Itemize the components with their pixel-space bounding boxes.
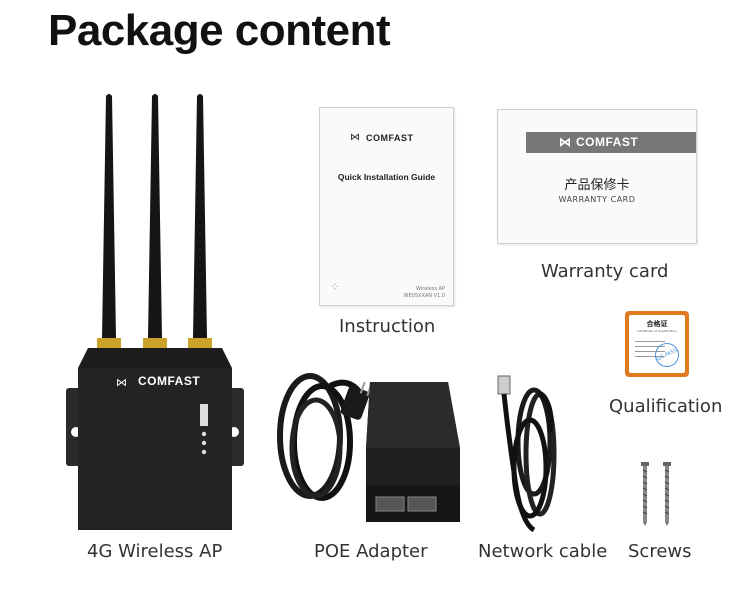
router-logo-icon: ⋈	[116, 376, 127, 389]
antenna-middle	[143, 94, 167, 348]
warranty-card: ⋈ COMFAST 产品保修卡 WARRANTY CARD	[497, 109, 697, 244]
qualification-sticker: 合格证 Certificate of Qualification QC PASS	[625, 311, 689, 377]
poe-adapter-svg	[277, 373, 460, 522]
router-brand-label: COMFAST	[138, 374, 201, 388]
card-logo-icon: ⋈	[559, 135, 572, 149]
screw-left	[641, 462, 649, 526]
card-brand-label: COMFAST	[576, 135, 639, 149]
card-title-zh: 产品保修卡	[564, 178, 630, 193]
qualification-caption: Qualification	[609, 396, 723, 417]
screws-image	[636, 462, 680, 528]
booklet-pattern-icon: ⁘	[330, 280, 341, 294]
qualification-inner: 合格证 Certificate of Qualification QC PASS	[629, 315, 685, 373]
screws-caption: Screws	[628, 541, 692, 562]
instruction-caption: Instruction	[339, 316, 436, 337]
booklet-logo-icon: ⋈	[350, 132, 360, 143]
router-caption: 4G Wireless AP	[87, 541, 223, 562]
poe-adapter-image	[270, 356, 480, 531]
booklet-brand-label: COMFAST	[366, 133, 414, 143]
booklet-heading: Quick Installation Guide	[337, 172, 436, 182]
qualification-lines	[635, 337, 665, 359]
instruction-booklet: ⋈ COMFAST Quick Installation Guide ⁘ Wir…	[319, 107, 454, 306]
page-title: Package content	[48, 6, 391, 55]
network-cable-image	[494, 372, 574, 534]
warranty-caption: Warranty card	[541, 261, 669, 282]
qualification-en-title: Certificate of Qualification	[637, 329, 677, 333]
card-title-en: WARRANTY CARD	[558, 195, 636, 204]
cable-caption: Network cable	[478, 541, 608, 562]
antenna-right	[188, 94, 212, 348]
router-svg	[66, 94, 244, 530]
antenna-left	[97, 94, 121, 348]
poe-caption: POE Adapter	[314, 541, 428, 562]
booklet-footer-2: WE05XXAN V1.0	[403, 293, 445, 299]
network-cable-svg	[497, 375, 557, 533]
card-brand-band: ⋈ COMFAST	[526, 132, 696, 153]
qualification-zh-title: 合格证	[646, 320, 668, 328]
screw-right	[663, 462, 671, 526]
screws-svg	[641, 462, 671, 526]
booklet-footer-1: Wireless AP	[416, 286, 445, 292]
router-image: ⋈ COMFAST	[66, 92, 244, 532]
